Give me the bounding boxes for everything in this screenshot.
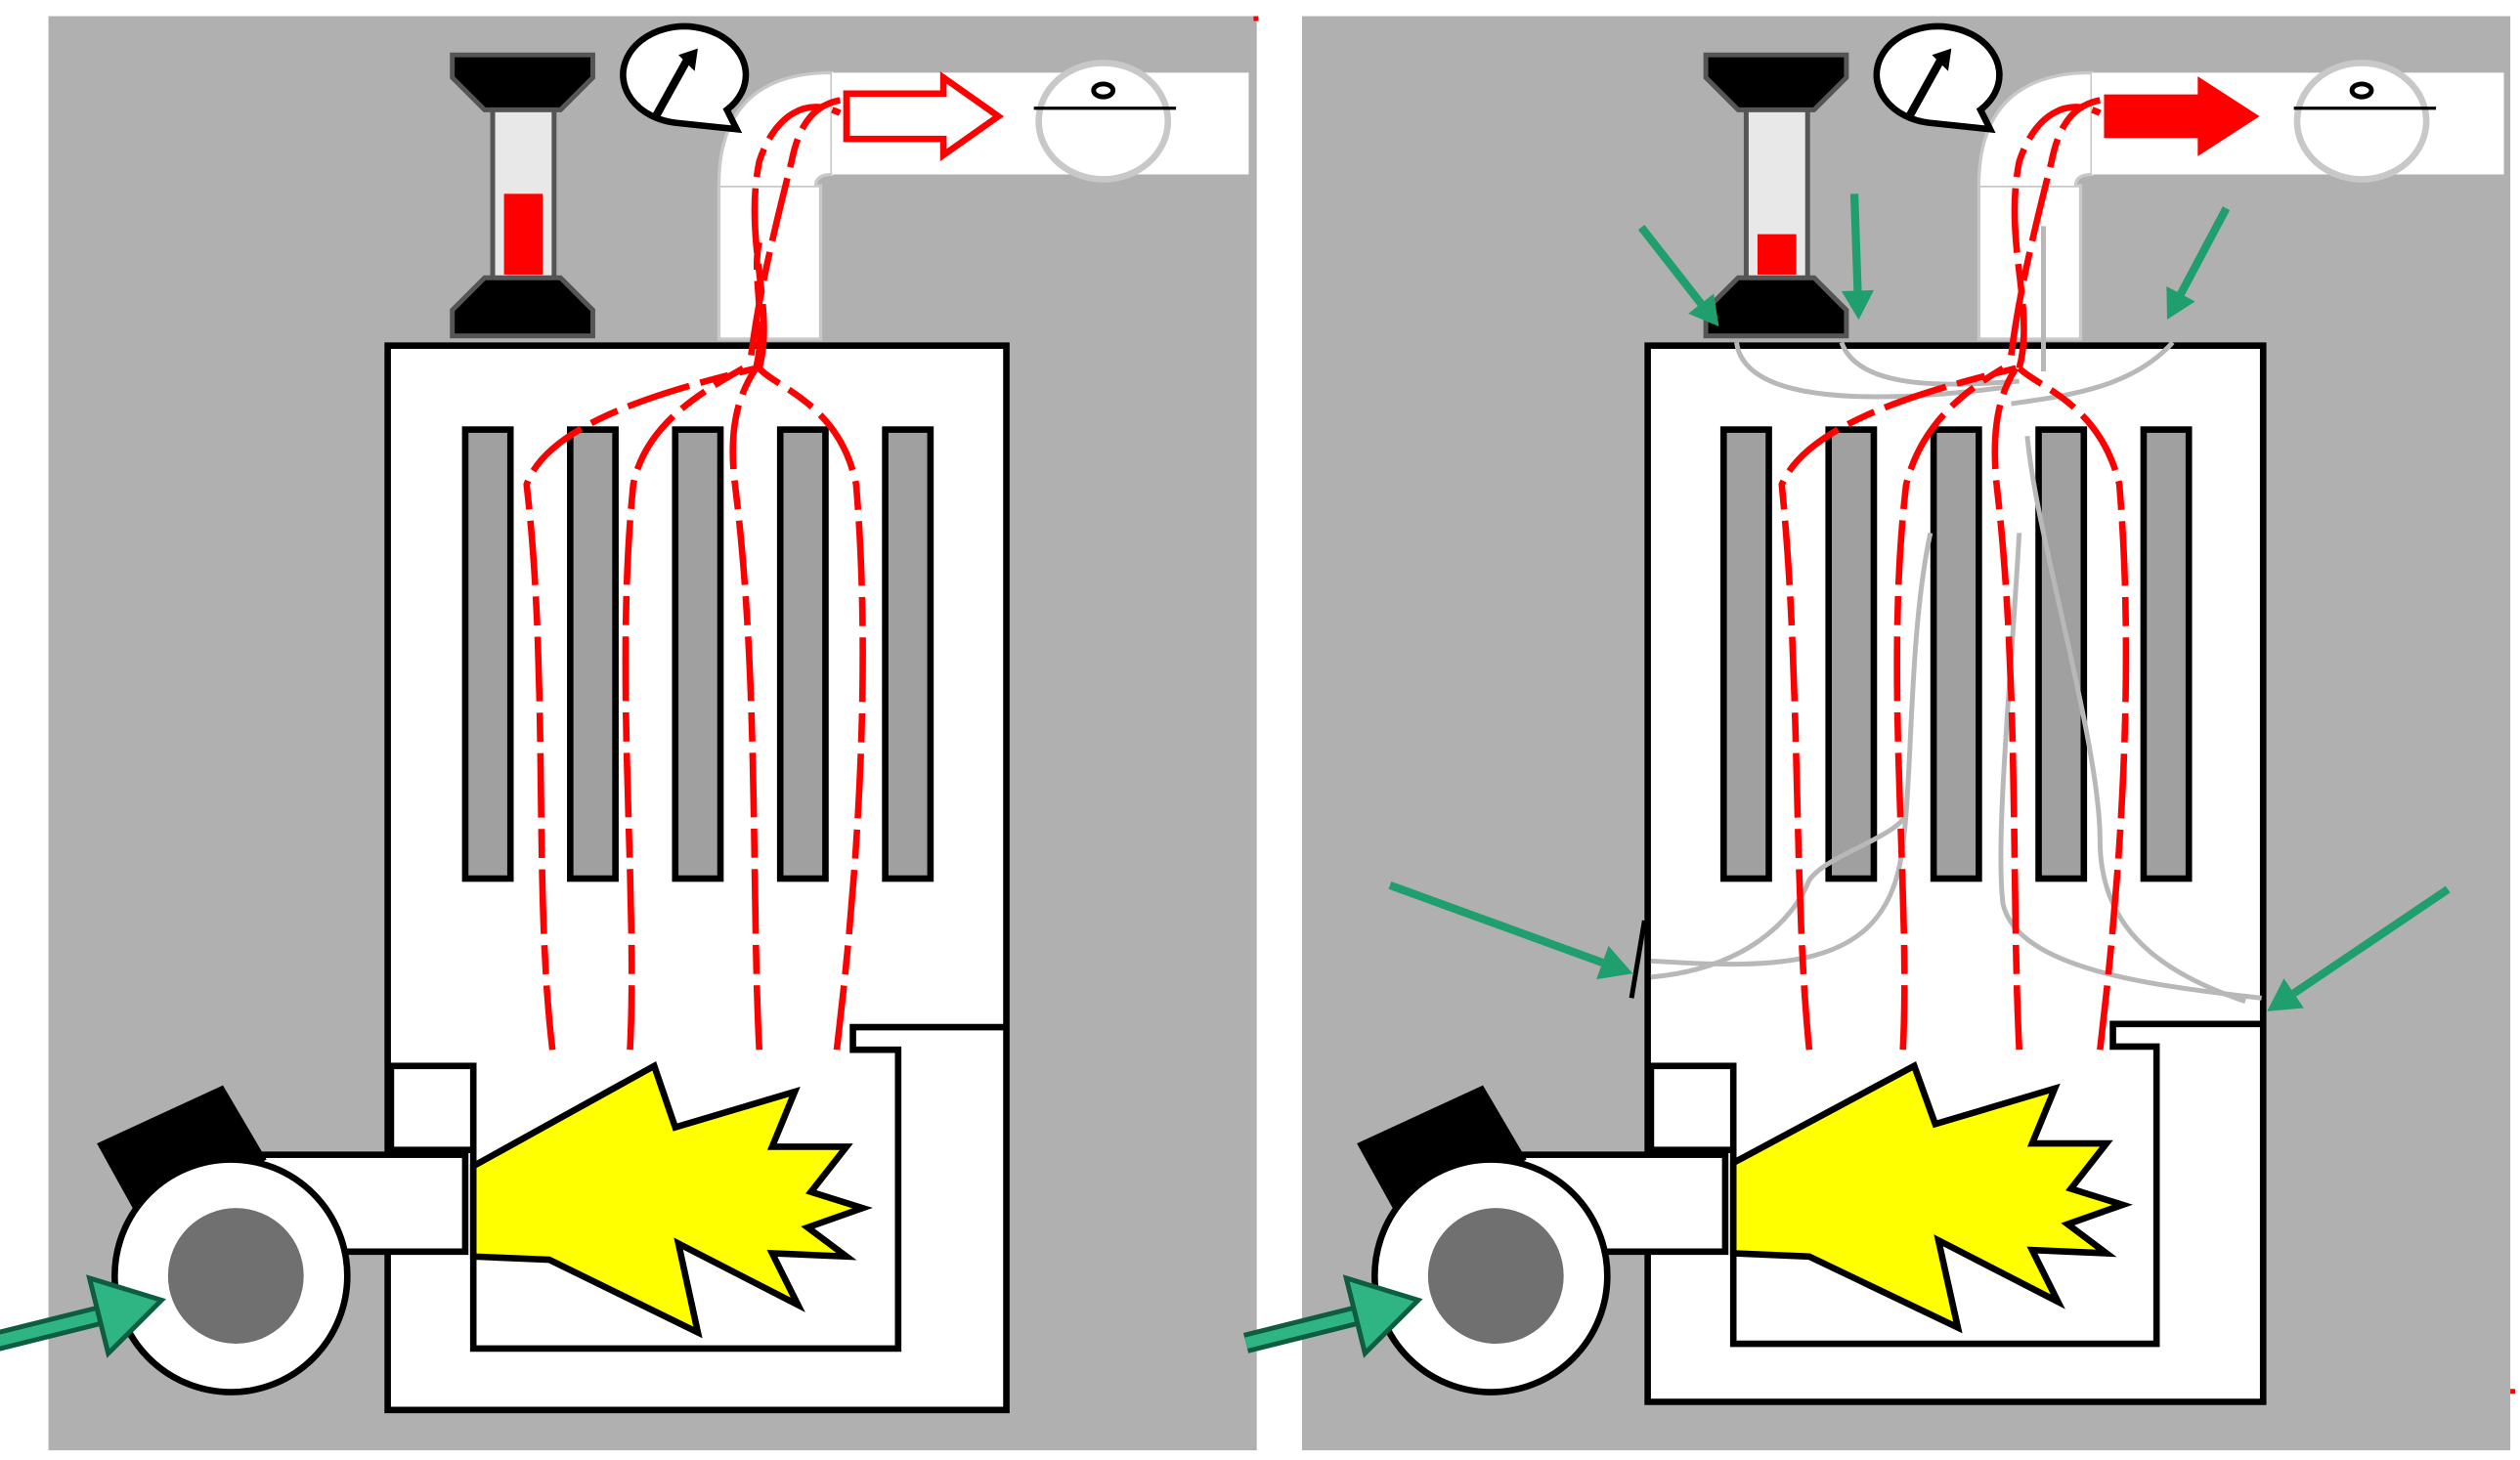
fan-core — [167, 1208, 304, 1345]
flue-direction-arrow — [843, 70, 1005, 162]
flue-tube — [567, 426, 619, 882]
burner-motor — [97, 1085, 267, 1220]
leak-gap-mark — [1629, 920, 1647, 999]
fan-core — [1427, 1208, 1564, 1345]
left-panel — [0, 16, 1257, 1451]
leak-arrow-icon — [1388, 880, 1633, 980]
flue-tube — [2035, 426, 2088, 882]
draft-gauge-icon — [450, 52, 595, 339]
damper-icon — [1033, 60, 1177, 183]
flue-tube — [1930, 426, 1982, 882]
flue-tube — [882, 426, 934, 882]
flue-tube — [672, 426, 724, 882]
corner-mark — [1253, 16, 1259, 21]
flue-gas-paths — [1778, 97, 2130, 1051]
burner-fan-icon — [97, 1085, 469, 1396]
flue-direction-arrow — [2104, 76, 2260, 156]
flame-icon — [469, 1060, 873, 1339]
pressure-dial-icon — [620, 22, 750, 134]
burner-port — [387, 1062, 477, 1153]
flame-icon — [1729, 1061, 2133, 1334]
burner-motor — [1357, 1085, 1527, 1220]
damper-icon — [2293, 60, 2437, 183]
flue-tube — [776, 426, 829, 882]
leak-arrow-icon — [2267, 885, 2451, 1011]
draft-gauge-icon — [1703, 52, 1849, 339]
flue-tube — [2140, 426, 2193, 882]
burner-port — [1647, 1062, 1737, 1153]
burner-fan-icon — [1357, 1085, 1729, 1396]
flue-tubes — [1719, 426, 2193, 882]
right-panel — [1237, 16, 2511, 1451]
draft-gauge-fill — [1757, 234, 1797, 275]
flue-tube — [1825, 426, 1878, 882]
corner-mark — [2510, 1389, 2516, 1395]
flue-gas-paths — [523, 97, 866, 1051]
flue-tube — [1719, 426, 1772, 882]
draft-gauge-fill — [503, 193, 543, 275]
pressure-dial-icon — [1873, 22, 2003, 134]
flue-tube — [461, 426, 514, 882]
flue-tubes — [461, 426, 934, 882]
